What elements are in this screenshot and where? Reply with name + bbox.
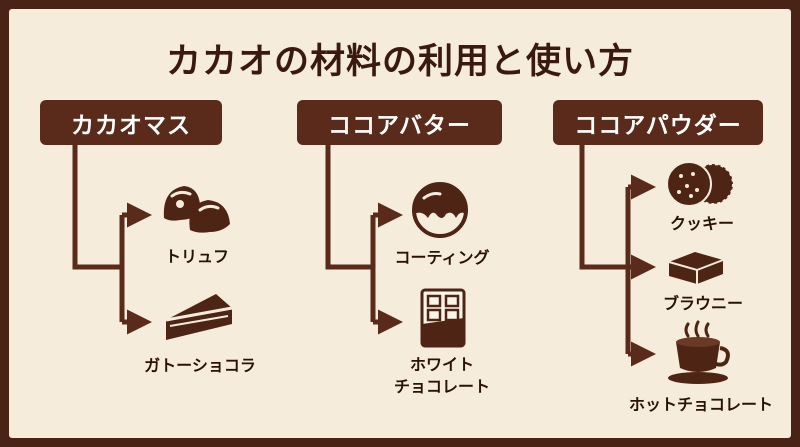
item-label-hot-chocolate: ホットチョコレート <box>628 395 773 414</box>
truffle-icon <box>163 186 230 233</box>
connector-cacao-mass <box>72 145 125 322</box>
item-label-cookies: クッキー <box>669 214 734 233</box>
connector-cocoa-butter <box>325 145 376 322</box>
cookies-icon <box>666 161 734 207</box>
category-cacao-mass: カカオマス <box>40 100 222 145</box>
chocolate-coated-ball-icon <box>412 182 468 238</box>
category-cocoa-butter: ココアバター <box>297 100 502 145</box>
item-label-truffle: トリュフ <box>164 247 229 266</box>
item-label-coating: コーティング <box>394 248 490 267</box>
item-label-white-chocolate-line2: チョコレート <box>393 377 490 396</box>
item-label-brownie: ブラウニー <box>662 294 743 313</box>
item-label-white-chocolate-line1: ホワイト <box>409 355 474 374</box>
brownie-icon <box>668 252 724 284</box>
white-chocolate-bar-icon <box>420 288 466 348</box>
item-label-gateau-chocolat: ガトーショコラ <box>144 356 256 375</box>
category-cocoa-powder: ココアパウダー <box>553 100 763 145</box>
hot-chocolate-cup-icon <box>668 320 730 384</box>
cake-slice-icon <box>165 294 233 340</box>
diagram-title: カカオの材料の利用と使い方 <box>165 42 634 82</box>
connector-cocoa-powder <box>579 145 631 354</box>
